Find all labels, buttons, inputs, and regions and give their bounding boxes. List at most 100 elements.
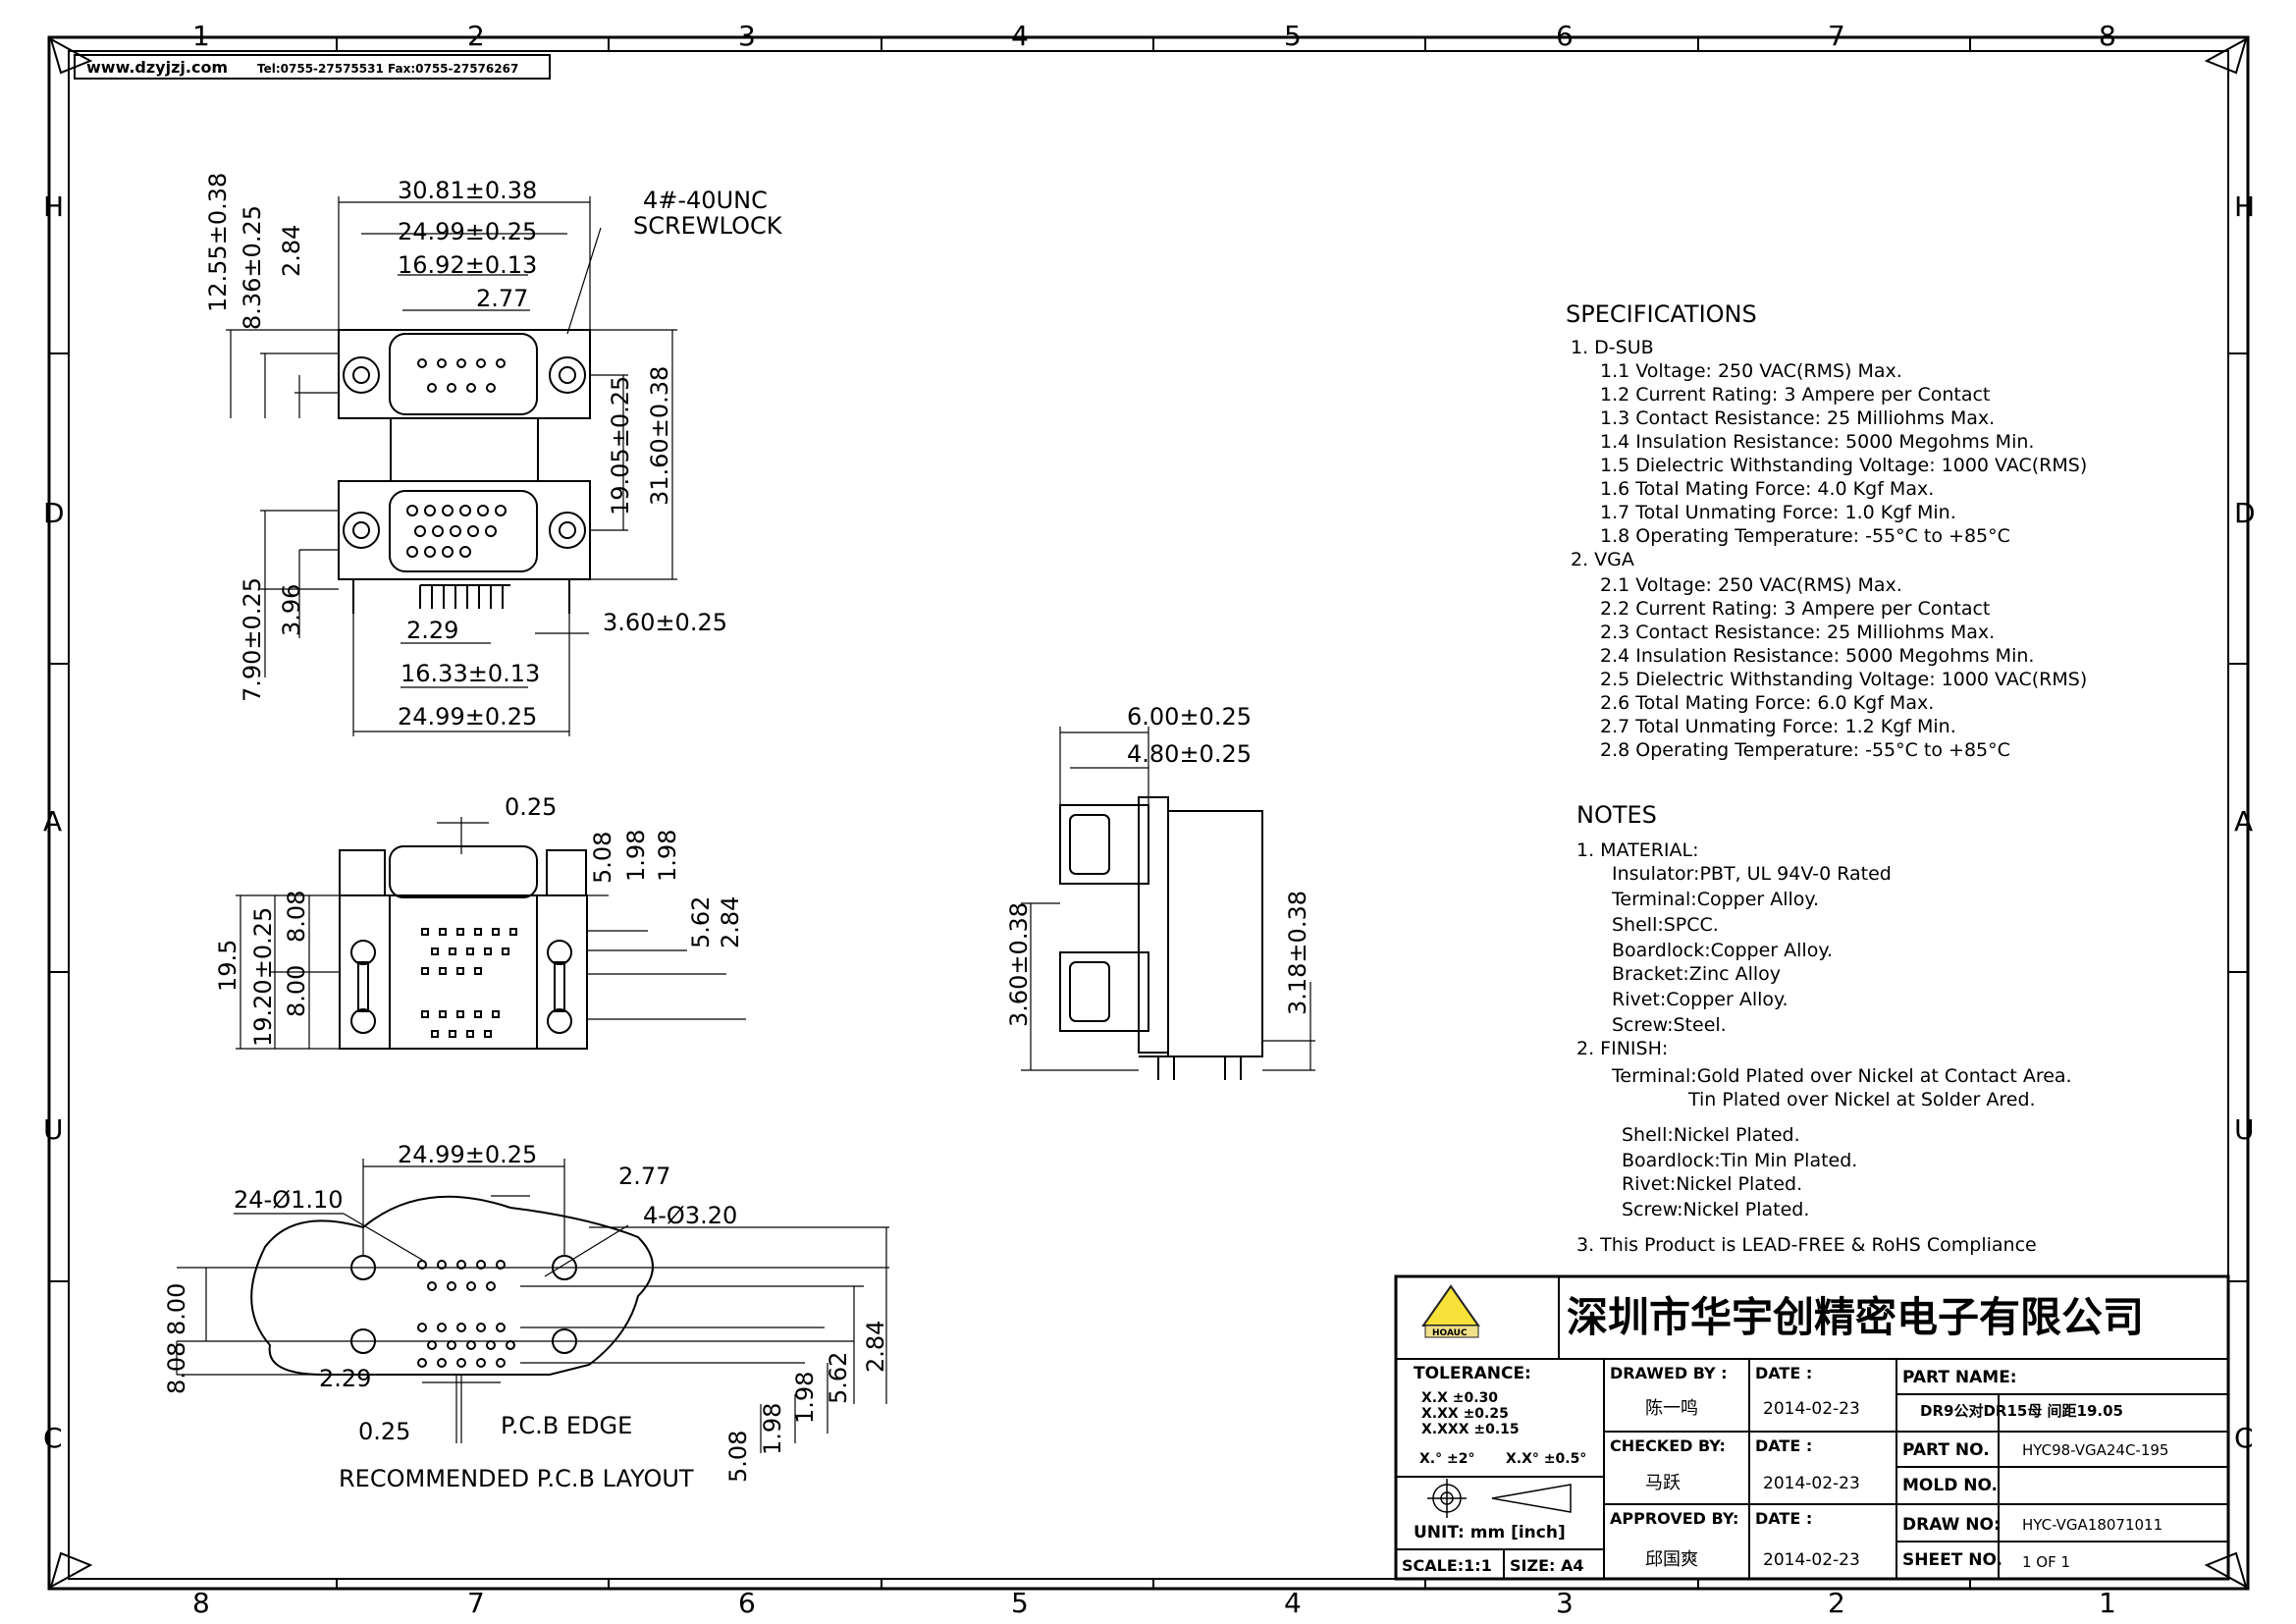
note-line: Terminal:Gold Plated over Nickel at Cont…	[1611, 1065, 2072, 1087]
grid-bottom-6: 6	[738, 1587, 756, 1619]
grid-right-h: H	[2234, 190, 2255, 223]
dim-bottom-h5: 2.84	[717, 896, 744, 948]
note-line: 3. This Product is LEAD-FREE & RoHS Comp…	[1576, 1234, 2037, 1256]
dim-overall-width: 30.81±0.38	[398, 177, 537, 204]
title-block-texts: HOAUC 深圳市华宇创精密电子有限公司 TOLERANCE: X.X ±0.3…	[1402, 1293, 2168, 1575]
screw-note-1: 4#-40UNC	[643, 187, 768, 214]
sheet-border	[47, 35, 2250, 1591]
spec-line: 2.7 Total Unmating Force: 1.2 Kgf Min.	[1600, 716, 1956, 737]
dim-left-3: 2.84	[278, 225, 305, 277]
dim-side-d2: 4.80±0.25	[1127, 740, 1252, 768]
dim-pcb-r3: 1.98	[791, 1372, 819, 1424]
notes-block: NOTES 1. MATERIAL: Insulator:PBT, UL 94V…	[1576, 801, 2072, 1256]
company-logo-icon	[1421, 1284, 1480, 1338]
grid-right-d: D	[2234, 497, 2256, 529]
dim-vga-shell: 24.99±0.25	[398, 703, 537, 731]
date-value-1: 2014-02-23	[1763, 1399, 1860, 1419]
dim-vga-span: 16.33±0.13	[400, 660, 540, 687]
date-label-1: DATE :	[1755, 1364, 1812, 1382]
note-line: Screw:Steel.	[1612, 1014, 1727, 1036]
dim-pcb-mount: 4-Ø3.20	[643, 1202, 737, 1229]
dim-bottom-v4: 8.00	[283, 965, 310, 1017]
dim-pin-span: 16.92±0.13	[398, 251, 537, 279]
tolerance-3: X.XXX ±0.15	[1421, 1422, 1520, 1437]
grid-bottom-2: 2	[1828, 1587, 1845, 1619]
front-dim-texts: 30.81±0.38 24.99±0.25 16.92±0.13 2.77 4#…	[204, 173, 783, 731]
approved-by-name: 邱国爽	[1645, 1549, 1698, 1570]
grid-left-a: A	[43, 805, 62, 838]
company-name: 深圳市华宇创精密电子有限公司	[1567, 1293, 2144, 1341]
note-line: Terminal:Copper Alloy.	[1611, 889, 1819, 910]
part-name-label: PART NAME:	[1902, 1368, 2017, 1387]
grid-ticks	[49, 37, 2248, 1589]
dim-pcb-width: 24.99±0.25	[398, 1141, 537, 1168]
note-line: Boardlock:Copper Alloy.	[1612, 940, 1833, 961]
spec-line: 2.3 Contact Resistance: 25 Milliohms Max…	[1600, 622, 1995, 643]
pcb-edge-label: P.C.B EDGE	[501, 1412, 632, 1439]
grid-bottom-1: 1	[2099, 1587, 2116, 1619]
dim-bottom-offset: 0.25	[505, 793, 557, 821]
checked-by-label: CHECKED BY:	[1610, 1436, 1726, 1455]
note-line: Rivet:Copper Alloy.	[1612, 989, 1789, 1010]
part-no-label: PART NO.	[1902, 1440, 1990, 1460]
checked-by-name: 马跃	[1645, 1473, 1681, 1493]
spec-line: 1.4 Insulation Resistance: 5000 Megohms …	[1600, 431, 2034, 453]
front-view	[226, 196, 677, 736]
pcb-caption: RECOMMENDED P.C.B LAYOUT	[339, 1465, 694, 1492]
spec-line: 1.5 Dielectric Withstanding Voltage: 100…	[1600, 455, 2087, 476]
dim-left-2: 8.36±0.25	[239, 205, 266, 330]
drawn-by-name: 陈一鸣	[1645, 1398, 1698, 1419]
dim-side-d3: 3.60±0.38	[1005, 902, 1033, 1027]
bottom-view	[236, 817, 746, 1050]
note-line: 2. FINISH:	[1576, 1038, 1668, 1059]
grid-left-u: U	[43, 1113, 64, 1146]
note-line: Boardlock:Tin Min Plated.	[1622, 1150, 1857, 1171]
date-label-2: DATE :	[1755, 1436, 1812, 1455]
specifications-title: SPECIFICATIONS	[1566, 300, 1757, 328]
dim-pitch-2: 2.29	[406, 617, 458, 644]
tolerance-angle-2: X.X° ±0.5°	[1506, 1451, 1586, 1467]
dim-pcb-pitch: 2.77	[618, 1163, 670, 1190]
dim-right-2: 31.60±0.38	[646, 366, 673, 506]
dim-pcb-offset: 0.25	[358, 1418, 410, 1445]
grid-top-1: 1	[192, 20, 210, 52]
note-line: Insulator:PBT, UL 94V-0 Rated	[1612, 863, 1892, 885]
grid-left-d: D	[43, 497, 65, 529]
dim-pcb-r2: 1.98	[759, 1403, 786, 1455]
tolerance-2: X.XX ±0.25	[1421, 1406, 1509, 1422]
sheet-no-value: 1 OF 1	[2022, 1553, 2070, 1571]
spec-line: 1.1 Voltage: 250 VAC(RMS) Max.	[1600, 360, 1902, 382]
dim-pcb-r4: 5.62	[825, 1352, 852, 1404]
spec-line: 1. D-SUB	[1571, 337, 1654, 358]
tolerance-angle-1: X.° ±2°	[1419, 1451, 1474, 1467]
spec-line: 2.8 Operating Temperature: -55°C to +85°…	[1600, 739, 2010, 761]
note-line: Tin Plated over Nickel at Solder Ared.	[1687, 1089, 2036, 1110]
dim-bottom-v2: 19.20±0.25	[249, 907, 277, 1047]
pcb-dim-texts: 24.99±0.25 2.77 24-Ø1.10 4-Ø3.20 8.08 8.…	[163, 1141, 889, 1492]
grid-right-a: A	[2234, 805, 2253, 838]
sheet-no-label: SHEET NO.	[1902, 1550, 2002, 1570]
dim-side-d1: 6.00±0.25	[1127, 703, 1252, 731]
pcb-dim-lines	[176, 1159, 889, 1453]
grid-labels: 1 2 3 4 5 6 7 8 8 7 6 5 4 3 2 1 H D A U …	[43, 20, 2256, 1619]
grid-top-2: 2	[467, 20, 485, 52]
spec-line: 1.6 Total Mating Force: 4.0 Kgf Max.	[1600, 478, 1934, 500]
date-value-3: 2014-02-23	[1763, 1550, 1860, 1570]
draw-no-label: DRAW NO:	[1902, 1515, 2001, 1535]
grid-top-4: 4	[1011, 20, 1029, 52]
header-box: www.dzyjzj.com Tel:0755-27575531 Fax:075…	[74, 54, 551, 80]
side-dim-texts: 6.00±0.25 4.80±0.25 3.60±0.38 3.18±0.38	[1005, 703, 1311, 1027]
date-value-2: 2014-02-23	[1763, 1474, 1860, 1493]
draw-no-value: HYC-VGA18071011	[2022, 1516, 2163, 1534]
part-name-value: DR9公对DR15母 间距19.05	[1920, 1402, 2123, 1420]
scale-label: SCALE:1:1	[1402, 1556, 1492, 1575]
approved-by-label: APPROVED BY:	[1610, 1509, 1738, 1528]
note-line: 1. MATERIAL:	[1576, 839, 1698, 861]
dim-bottom-v3: 8.08	[283, 891, 310, 943]
bottom-dim-lines	[236, 817, 746, 1050]
dim-pcb-left-1: 8.08	[163, 1342, 190, 1394]
dim-pcb-left-2: 8.00	[163, 1283, 190, 1335]
dim-bottom-h2: 1.98	[622, 830, 650, 882]
header-website: www.dzyjzj.com	[86, 58, 228, 77]
header-contact: Tel:0755-27575531 Fax:0755-27576267	[257, 62, 518, 76]
